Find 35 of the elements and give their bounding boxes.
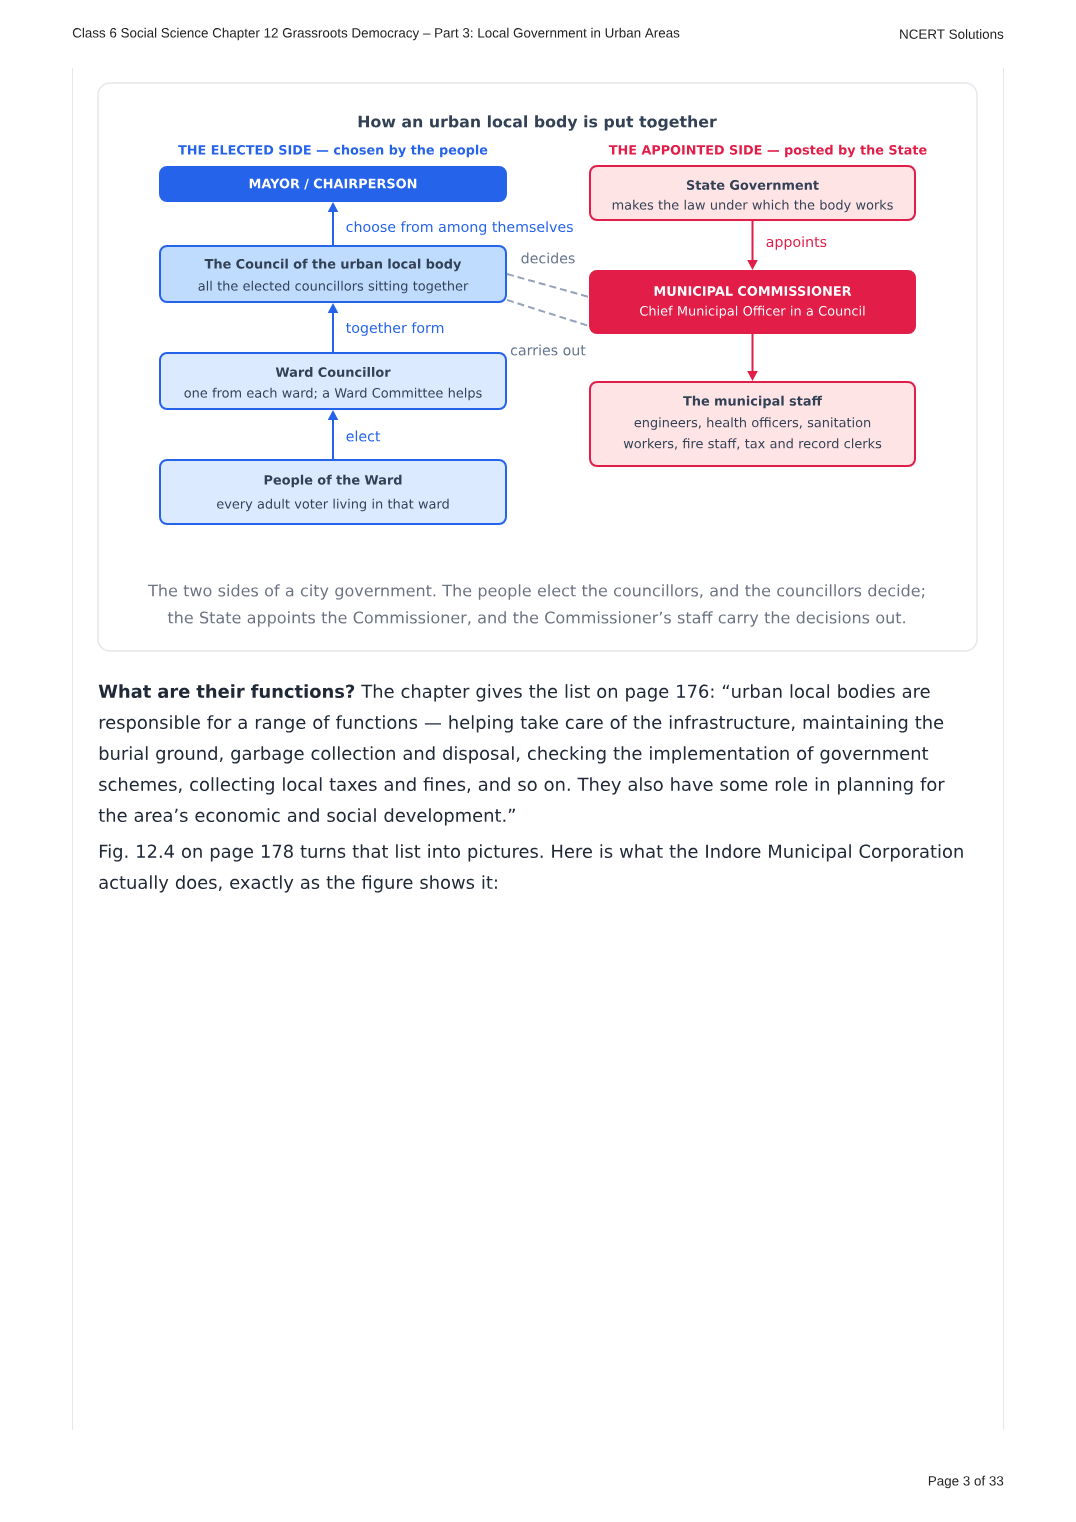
role-box [589, 381, 916, 467]
box-title: MUNICIPAL COMMISSIONER [654, 286, 852, 296]
edge-label: carries out [508, 343, 588, 357]
dashed-line [506, 273, 590, 298]
role-box [159, 245, 507, 303]
edge-label: appoints [764, 234, 829, 252]
role-box [159, 352, 507, 410]
box-text: one from each ward; a Ward Committee helps [184, 387, 482, 401]
box-text: makes the law under which the body works [612, 199, 893, 213]
paragraph: What are their functions? The chapter gives the list on page 176: “urban local bodies are responsible for a range of functions — helping take care of the infrastructure, maintaining the burial ground, garbage collection and disposal, checking the implementation of government schemes, collecting local taxes and fines, and so on. They also have some role in planning for the area’s economic and social development.” [98, 684, 945, 826]
header-text: NCERT Solutions [900, 29, 1004, 39]
edge-label: choose from among themselves [344, 219, 576, 237]
box-text: engineers, health officers, sanitation workers, fire staff, tax and record clerks [623, 417, 882, 450]
role-box [159, 459, 507, 525]
role-box [159, 166, 507, 202]
box-text: all the elected councillors sitting together [198, 280, 469, 294]
box-title: The Council of the urban local body [204, 258, 462, 272]
box-title: The municipal staff [683, 395, 823, 409]
edge-label: decides [519, 251, 577, 265]
box-title: People of the Ward [264, 474, 402, 488]
paragraph: Fig. 12.4 on page 178 turns that list into pictures. Here is what the Indore Municipal Corporation actually does, exactly as the figure shows it: [99, 844, 963, 893]
page-number: Page 3 of 33 [928, 1475, 1004, 1489]
box-text: Chief Municipal Officer in a Council [640, 305, 865, 319]
figure-caption: The two sides of a city government. The people elect the councillors, and the councillors decide; the State appoints the Commissioner, and the Commissioner’s staff carry the decisions out. [148, 584, 925, 627]
box-title: MAYOR / CHAIRPERSON [249, 178, 417, 190]
dashed-line [506, 299, 590, 327]
role-box [589, 165, 916, 221]
box-title: State Government [686, 180, 819, 190]
figure-title: How an urban local body is put together [358, 115, 717, 131]
header-text: Class 6 Social Science Chapter 12 Grassroots Democracy – Part 3: Local Government in Urban Areas [72, 27, 680, 41]
edge-label: elect [344, 429, 382, 443]
box-title: Ward Councillor [275, 367, 391, 377]
box-text: every adult voter living in that ward [217, 498, 449, 512]
role-box [589, 270, 916, 334]
edge-label: together form [344, 320, 446, 338]
